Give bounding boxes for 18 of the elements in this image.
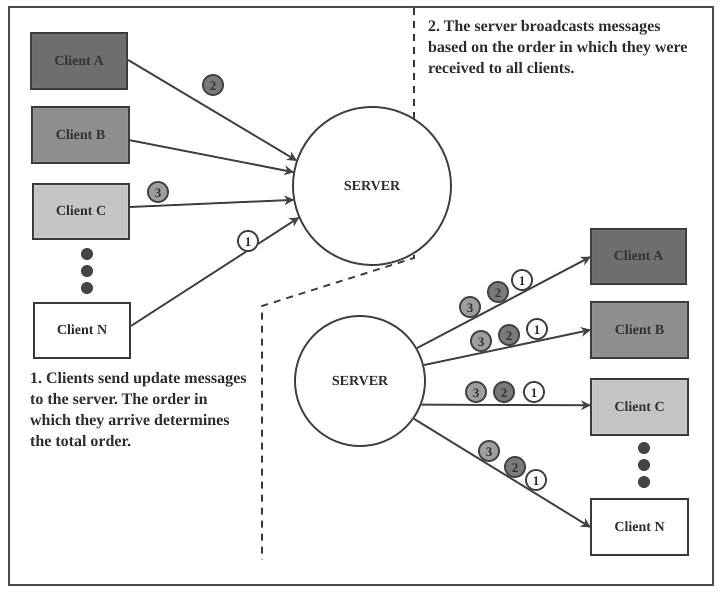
arrow — [414, 418, 591, 528]
description-text: 2. The server broadcasts messages based on the order in which they were received to all clients. — [428, 17, 688, 79]
client-box: Client B — [31, 106, 130, 164]
client-box: Client N — [33, 302, 131, 359]
arrow — [416, 256, 591, 349]
client-box: Client A — [30, 32, 128, 90]
client-box: Client C — [32, 183, 130, 240]
arrow — [130, 216, 300, 327]
arrow — [424, 326, 591, 366]
arrow — [130, 195, 294, 208]
arrow — [127, 58, 298, 162]
client-box: Client B — [590, 301, 689, 359]
arrow — [422, 400, 591, 410]
client-box: Client N — [590, 498, 689, 556]
client-box: Client A — [590, 228, 687, 285]
client-box: Client C — [590, 378, 689, 436]
description-text: 1. Clients send update messages to the server. The order in which they arrive determines the total order. — [30, 369, 248, 452]
arrow — [130, 139, 294, 176]
